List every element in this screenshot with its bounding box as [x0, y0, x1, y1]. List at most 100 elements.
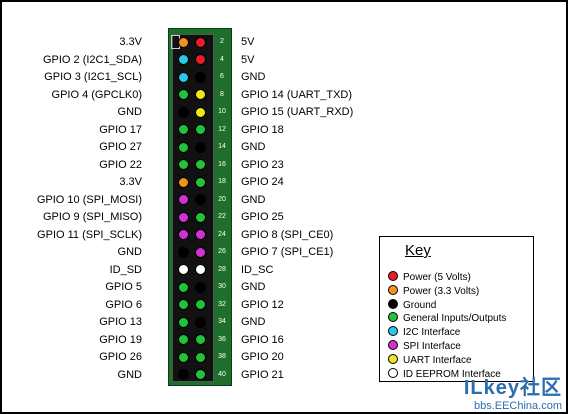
key-item: General Inputs/Outputs — [388, 312, 506, 326]
pin-39-number: 39 — [155, 370, 163, 378]
pin-28-number: 28 — [218, 265, 226, 273]
pin-21-label: GPIO 9 (SPI_MISO) — [42, 211, 142, 223]
key-title: Key — [405, 242, 431, 259]
pin-29-dot — [178, 281, 189, 293]
pin-4-number: 4 — [220, 55, 224, 63]
pin-7-dot — [178, 89, 189, 100]
key-item-label: Ground — [403, 299, 437, 311]
pin-34-label: GND — [241, 316, 266, 328]
pin-1-dot — [178, 36, 189, 48]
pin-3-dot — [178, 54, 189, 65]
legend-key: Key Power (5 Volts)Power (3.3 Volts)Grou… — [379, 236, 534, 382]
pin-8-label: GPIO 14 (UART_TXD) — [241, 88, 353, 101]
pin-13-dot — [178, 141, 189, 153]
pin-17-label: 3.3V — [119, 176, 142, 188]
pin-11-label: GPIO 17 — [99, 123, 142, 136]
pin-27-dot — [178, 264, 189, 275]
pin-17-dot — [178, 176, 189, 188]
pin-9-dot — [178, 106, 189, 118]
pin-29-number: 29 — [155, 283, 163, 290]
pin-39-label: GND — [117, 368, 142, 381]
key-item: Ground — [388, 298, 437, 313]
pin-31-dot — [178, 299, 189, 310]
pin-25-dot — [178, 246, 189, 258]
pin-4-dot — [195, 54, 206, 65]
pin-33-number: 33 — [155, 318, 163, 325]
pin-12-dot — [195, 124, 206, 135]
pin-2-number: 2 — [220, 38, 224, 45]
key-item-label: SPI Interface — [403, 341, 461, 352]
pin-39-dot — [178, 369, 189, 380]
pin-14-number: 14 — [218, 143, 226, 150]
pin-35-dot — [178, 334, 189, 345]
pin-20-dot — [195, 194, 206, 205]
pin-15-dot — [178, 159, 189, 170]
pin-19-dot — [178, 194, 189, 205]
pin-21-dot — [178, 211, 189, 223]
pin-7-label: GPIO 4 (GPCLK0) — [51, 88, 142, 101]
key-item: ID EEPROM Interface — [388, 367, 501, 382]
key-swatch — [388, 367, 398, 378]
pin-18-dot — [195, 176, 206, 188]
pin-27-number: 27 — [155, 265, 163, 273]
key-item: SPI Interface — [388, 340, 461, 354]
pin-12-number: 12 — [218, 125, 226, 133]
pin-34-number: 34 — [218, 318, 226, 325]
key-item: I2C Interface — [388, 326, 460, 340]
pin-40-dot — [195, 369, 206, 380]
pin-4-label: 5V — [241, 53, 255, 66]
pin-3-label: GPIO 2 (I2C1_SDA) — [42, 53, 142, 66]
pin-12-label: GPIO 18 — [241, 123, 284, 136]
watermark-main: ILkey社区 — [463, 377, 562, 399]
pin-10-dot — [195, 106, 206, 118]
pin-36-number: 36 — [218, 335, 226, 343]
pin-15-number: 15 — [155, 160, 163, 168]
pin-7-number: 7 — [157, 90, 161, 98]
key-item-label: UART Interface — [403, 354, 472, 366]
pin-38-number: 38 — [218, 353, 226, 360]
key-item: UART Interface — [388, 353, 472, 368]
pin-25-number: 25 — [155, 248, 163, 255]
pin-20-label: GND — [241, 193, 266, 206]
key-swatch — [388, 340, 398, 350]
key-item-label: I2C Interface — [403, 327, 461, 339]
pin-6-label: GND — [241, 71, 266, 83]
pin-13-number: 13 — [155, 143, 163, 150]
pin-5-label: GPIO 3 (I2C1_SCL) — [44, 71, 142, 83]
pin-26-label: GPIO 7 (SPI_CE1) — [241, 246, 334, 258]
pin-26-number: 26 — [218, 248, 226, 255]
pin-30-number: 30 — [218, 283, 226, 290]
pin-23-dot — [178, 229, 189, 240]
pin-19-number: 19 — [155, 195, 163, 203]
pin-22-number: 22 — [218, 213, 226, 220]
pin-29-label: GPIO 5 — [105, 281, 142, 293]
pin-24-label: GPIO 8 (SPI_CE0) — [241, 228, 334, 241]
pin-10-number: 10 — [218, 108, 226, 115]
gpio-header — [172, 34, 214, 382]
key-swatch — [388, 326, 398, 337]
pin-16-dot — [195, 159, 206, 170]
pin-17-number: 17 — [155, 178, 163, 185]
pin-14-label: GND — [241, 141, 266, 153]
pin-13-label: GPIO 27 — [99, 141, 142, 153]
key-swatch — [388, 284, 398, 295]
pin-40-label: GPIO 21 — [241, 368, 284, 381]
pin-15-label: GPIO 22 — [99, 158, 142, 171]
pin-20-number: 20 — [218, 195, 226, 203]
pin-24-dot — [195, 229, 206, 240]
pin-31-label: GPIO 6 — [105, 298, 142, 311]
pin-32-label: GPIO 12 — [241, 298, 284, 311]
pin-3-number: 3 — [157, 55, 161, 63]
pin-6-dot — [195, 71, 206, 83]
pin-1-label: 3.3V — [119, 36, 142, 48]
pin-36-dot — [195, 334, 206, 345]
key-item-label: Power (3.3 Volts) — [403, 285, 480, 297]
pin-16-label: GPIO 23 — [241, 158, 284, 171]
key-swatch — [388, 312, 398, 323]
pin-9-label: GND — [117, 106, 142, 118]
pin-30-dot — [195, 281, 206, 293]
pin-32-number: 32 — [218, 300, 226, 308]
pin-11-dot — [178, 124, 189, 135]
pin-23-label: GPIO 11 (SPI_SCLK) — [37, 228, 142, 241]
pin-18-number: 18 — [218, 178, 226, 185]
